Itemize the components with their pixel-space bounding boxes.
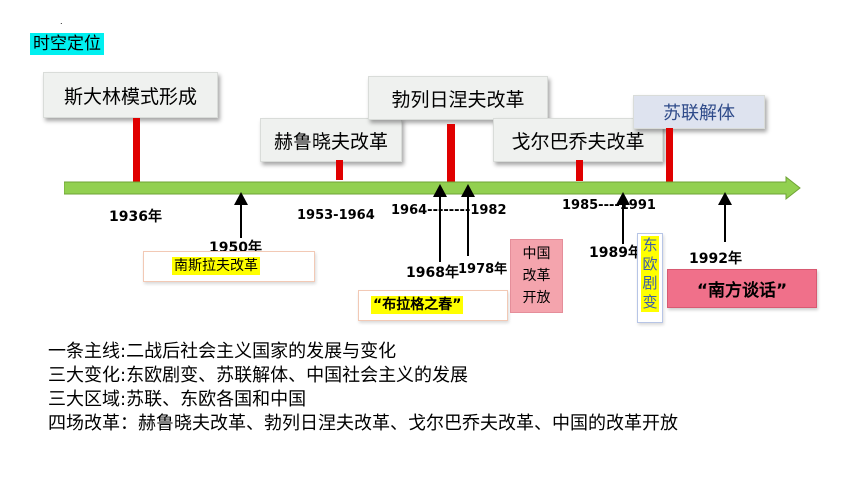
prague-spring-label: “布拉格之春”	[371, 296, 464, 314]
yugoslavia-reform-label: 南斯拉夫改革	[172, 257, 260, 275]
eastern-europe-line-2: 剧变	[642, 274, 658, 311]
year-1985-1991: 1985----1991	[562, 198, 656, 213]
eastern-europe-line-1: 东欧	[642, 236, 658, 273]
year-1978: 1978年	[458, 262, 508, 277]
marker-1985	[576, 160, 583, 181]
year-1964-1982: 1964--------1982	[391, 203, 507, 218]
arrow-1968	[433, 184, 447, 262]
china-reform-line-3: 开放	[522, 290, 551, 306]
year-1953-1964: 1953-1964	[297, 208, 375, 223]
southern-talk-box: “南方谈话”	[667, 269, 817, 308]
china-reform-line-2: 改革	[522, 268, 551, 284]
summary-line-1: 一条主线:二战后社会主义国家的发展与变化	[48, 341, 397, 362]
box-brezhnev-reform: 勃列日涅夫改革	[368, 76, 548, 120]
marker-1936	[133, 118, 140, 184]
box-soviet-collapse: 苏联解体	[633, 95, 765, 129]
marker-1964	[447, 124, 455, 186]
china-reform-box: 中国 改革 开放	[510, 239, 563, 313]
summary-line-2: 三大变化:东欧剧变、苏联解体、中国社会主义的发展	[48, 365, 469, 386]
china-reform-line-1: 中国	[522, 246, 551, 262]
slide-title: 时空定位	[30, 33, 104, 55]
arrow-1992	[718, 192, 732, 242]
year-1936: 1936年	[109, 209, 162, 225]
eastern-europe-box: 东欧 剧变	[637, 233, 663, 323]
year-1989: 1989年	[589, 245, 642, 261]
year-1968: 1968年	[406, 265, 459, 281]
year-1992: 1992年	[689, 251, 742, 267]
summary-line-3: 三大区域:苏联、东欧各国和中国	[48, 389, 307, 410]
arrow-1989	[616, 192, 630, 244]
box-stalin-model: 斯大林模式形成	[43, 72, 218, 118]
summary-line-4: 四场改革：赫鲁晓夫改革、勃列日涅夫改革、戈尔巴乔夫改革、中国的改革开放	[48, 413, 678, 434]
eastern-europe-label: 东欧 剧变	[641, 236, 659, 312]
arrow-1978	[461, 184, 475, 256]
marker-1953	[336, 160, 343, 180]
yugoslavia-box: 南斯拉夫改革	[143, 251, 315, 282]
dot-mark: .	[60, 17, 63, 26]
prague-spring-box: “布拉格之春”	[358, 290, 508, 321]
marker-1991	[666, 128, 673, 186]
box-khrushchev-reform: 赫鲁晓夫改革	[260, 118, 402, 162]
arrow-1950	[234, 192, 248, 238]
